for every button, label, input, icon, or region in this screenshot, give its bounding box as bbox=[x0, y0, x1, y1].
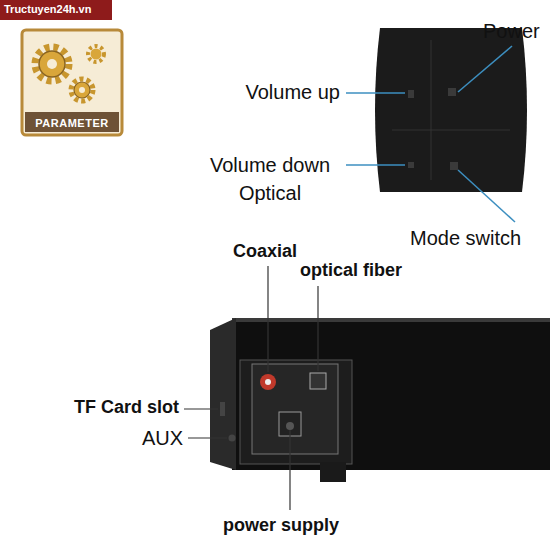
port-label: power supply bbox=[223, 515, 339, 537]
leader-line bbox=[317, 286, 318, 371]
bar-body bbox=[232, 318, 550, 470]
port-label: Coaxial bbox=[233, 241, 297, 263]
leader-lines bbox=[184, 266, 318, 510]
panel-body bbox=[375, 28, 527, 192]
leader-line bbox=[458, 46, 512, 92]
control-label: Mode switch bbox=[410, 226, 521, 250]
gear-teeth bbox=[88, 46, 104, 62]
leader-line bbox=[267, 266, 268, 372]
port-label: optical fiber bbox=[300, 260, 402, 282]
optical-port bbox=[310, 373, 326, 389]
leader-line bbox=[289, 430, 290, 510]
badge-ground bbox=[22, 30, 122, 135]
panel-seam bbox=[392, 130, 510, 131]
leader-line bbox=[346, 164, 405, 166]
bar-edge bbox=[232, 318, 550, 322]
port-label: TF Card slot bbox=[74, 397, 179, 419]
port-label: AUX bbox=[142, 426, 183, 450]
gear-hole bbox=[79, 87, 85, 93]
control-label: Volume down Optical bbox=[200, 151, 340, 207]
gear-hole bbox=[47, 59, 57, 69]
watermark-bar bbox=[0, 0, 112, 20]
gear-teeth bbox=[35, 47, 69, 81]
gear-body bbox=[91, 49, 102, 60]
soundbar bbox=[210, 318, 550, 482]
badge-title: PARAMETER bbox=[35, 117, 108, 129]
button bbox=[408, 90, 414, 98]
aux-jack bbox=[229, 435, 236, 442]
gear-body bbox=[39, 51, 65, 77]
leader-line bbox=[346, 92, 405, 94]
coaxial-pin bbox=[265, 379, 271, 385]
coaxial-port bbox=[260, 374, 276, 390]
control-label: Power bbox=[483, 19, 540, 43]
button bbox=[448, 88, 456, 96]
leader-lines bbox=[346, 46, 515, 222]
control-label: Volume up bbox=[245, 80, 340, 104]
bar-end bbox=[210, 318, 236, 470]
rear-panel bbox=[240, 360, 352, 464]
port-frame bbox=[252, 364, 338, 454]
leader-line bbox=[458, 170, 515, 222]
button bbox=[450, 162, 458, 170]
tf-slot bbox=[220, 402, 225, 416]
control-panel bbox=[375, 28, 527, 192]
leader-line bbox=[188, 437, 227, 438]
dc-pin bbox=[286, 422, 294, 430]
parameter-badge: PARAMETER bbox=[22, 30, 122, 135]
watermark: Tructuyen24h.vn bbox=[4, 3, 91, 16]
button bbox=[408, 162, 414, 168]
parameter-badge-art bbox=[22, 30, 122, 135]
bar-foot bbox=[320, 462, 346, 482]
gear-body bbox=[74, 82, 90, 98]
leader-line bbox=[184, 408, 218, 409]
gear-teeth bbox=[71, 79, 93, 101]
badge-band bbox=[25, 112, 119, 132]
panel-seam bbox=[431, 40, 432, 180]
